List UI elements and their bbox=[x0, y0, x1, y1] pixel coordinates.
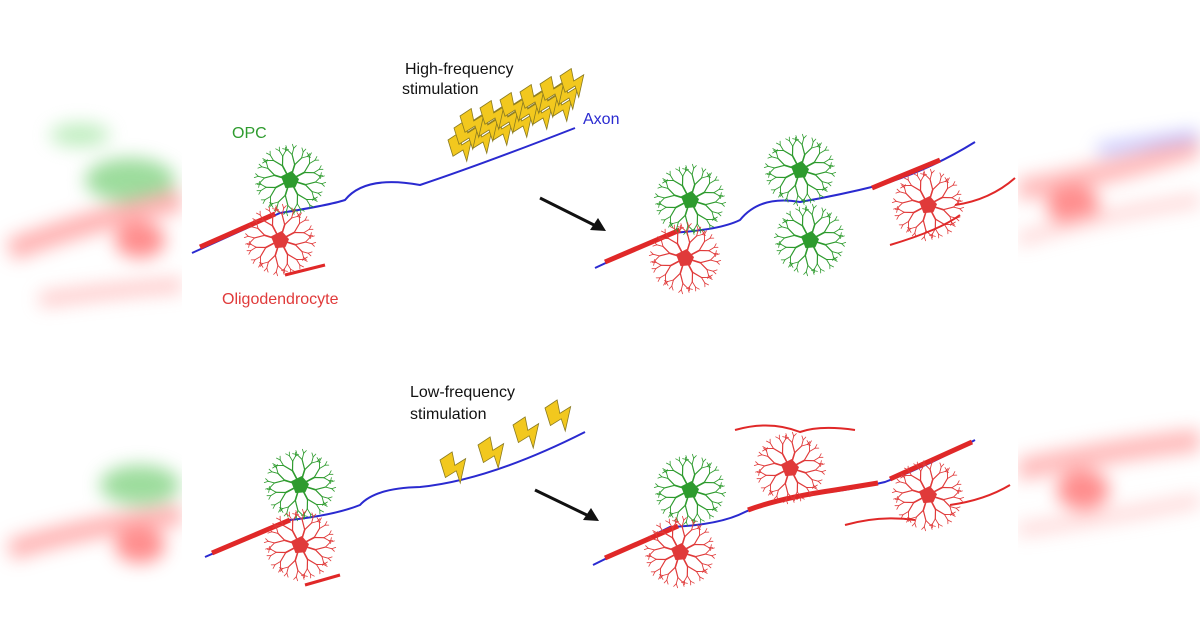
lightning-bolt-icon bbox=[439, 451, 467, 485]
arrow-top bbox=[539, 196, 606, 231]
panel-top-left bbox=[191, 67, 585, 277]
label-low-frequency: Low-frequency bbox=[410, 384, 515, 401]
oligodendrocyte-cell bbox=[891, 458, 965, 532]
oligodendrocyte-cell bbox=[263, 508, 337, 582]
lightning-bolt-icon bbox=[559, 67, 585, 99]
myelin-sheath bbox=[198, 211, 277, 250]
opc-cell bbox=[773, 203, 847, 277]
lightning-bolt-icon bbox=[544, 399, 572, 433]
oligodendrocyte-cell bbox=[243, 203, 317, 277]
myelin-sheath bbox=[747, 480, 879, 513]
axon bbox=[204, 431, 586, 558]
lightning-bolt-icon bbox=[519, 83, 545, 115]
myelin-sheath bbox=[871, 157, 941, 191]
blurred-background-left bbox=[0, 0, 182, 627]
label-oligodendrocyte: Oligodendrocyte bbox=[222, 291, 339, 308]
oligodendrocyte-cell bbox=[648, 221, 722, 295]
lightning-bolt-icon bbox=[512, 416, 540, 450]
panel-bottom-left bbox=[204, 399, 586, 587]
lightning-group-high bbox=[447, 67, 585, 163]
label-low-frequency-stimulation: stimulation bbox=[410, 406, 487, 423]
diagram-panel bbox=[182, 0, 1018, 627]
oligodendrocyte-process-sheath bbox=[284, 263, 326, 277]
lightning-bolt-icon bbox=[499, 91, 525, 123]
oligodendrocyte-cell bbox=[891, 168, 965, 242]
label-high-frequency: High-frequency bbox=[405, 61, 514, 78]
lightning-bolt-icon bbox=[459, 107, 485, 139]
panel-bottom-right bbox=[592, 424, 1011, 589]
blurred-background-right bbox=[1018, 0, 1200, 627]
opc-cell bbox=[253, 143, 327, 217]
axon bbox=[594, 141, 976, 269]
lightning-bolt-icon bbox=[539, 75, 565, 107]
arrow-bottom bbox=[534, 488, 599, 521]
axon bbox=[191, 127, 576, 254]
myelin-sheath bbox=[603, 523, 680, 561]
lightning-bolt-icon bbox=[479, 99, 505, 131]
lightning-group-low bbox=[439, 399, 572, 485]
oligodendrocyte-cell bbox=[643, 515, 717, 589]
oligodendrocyte-cell bbox=[753, 431, 827, 505]
lightning-bolt-icon bbox=[477, 436, 505, 470]
label-opc: OPC bbox=[232, 125, 267, 142]
myelin-sheath bbox=[211, 517, 291, 556]
label-high-frequency-stimulation: stimulation bbox=[402, 81, 479, 98]
opc-cell bbox=[763, 133, 837, 207]
myelin-sheath bbox=[604, 227, 681, 265]
label-axon: Axon bbox=[583, 111, 620, 128]
opc-cell bbox=[653, 163, 727, 237]
opc-cell bbox=[653, 453, 727, 527]
opc-cell bbox=[263, 448, 337, 522]
panel-top-right bbox=[594, 133, 1016, 295]
